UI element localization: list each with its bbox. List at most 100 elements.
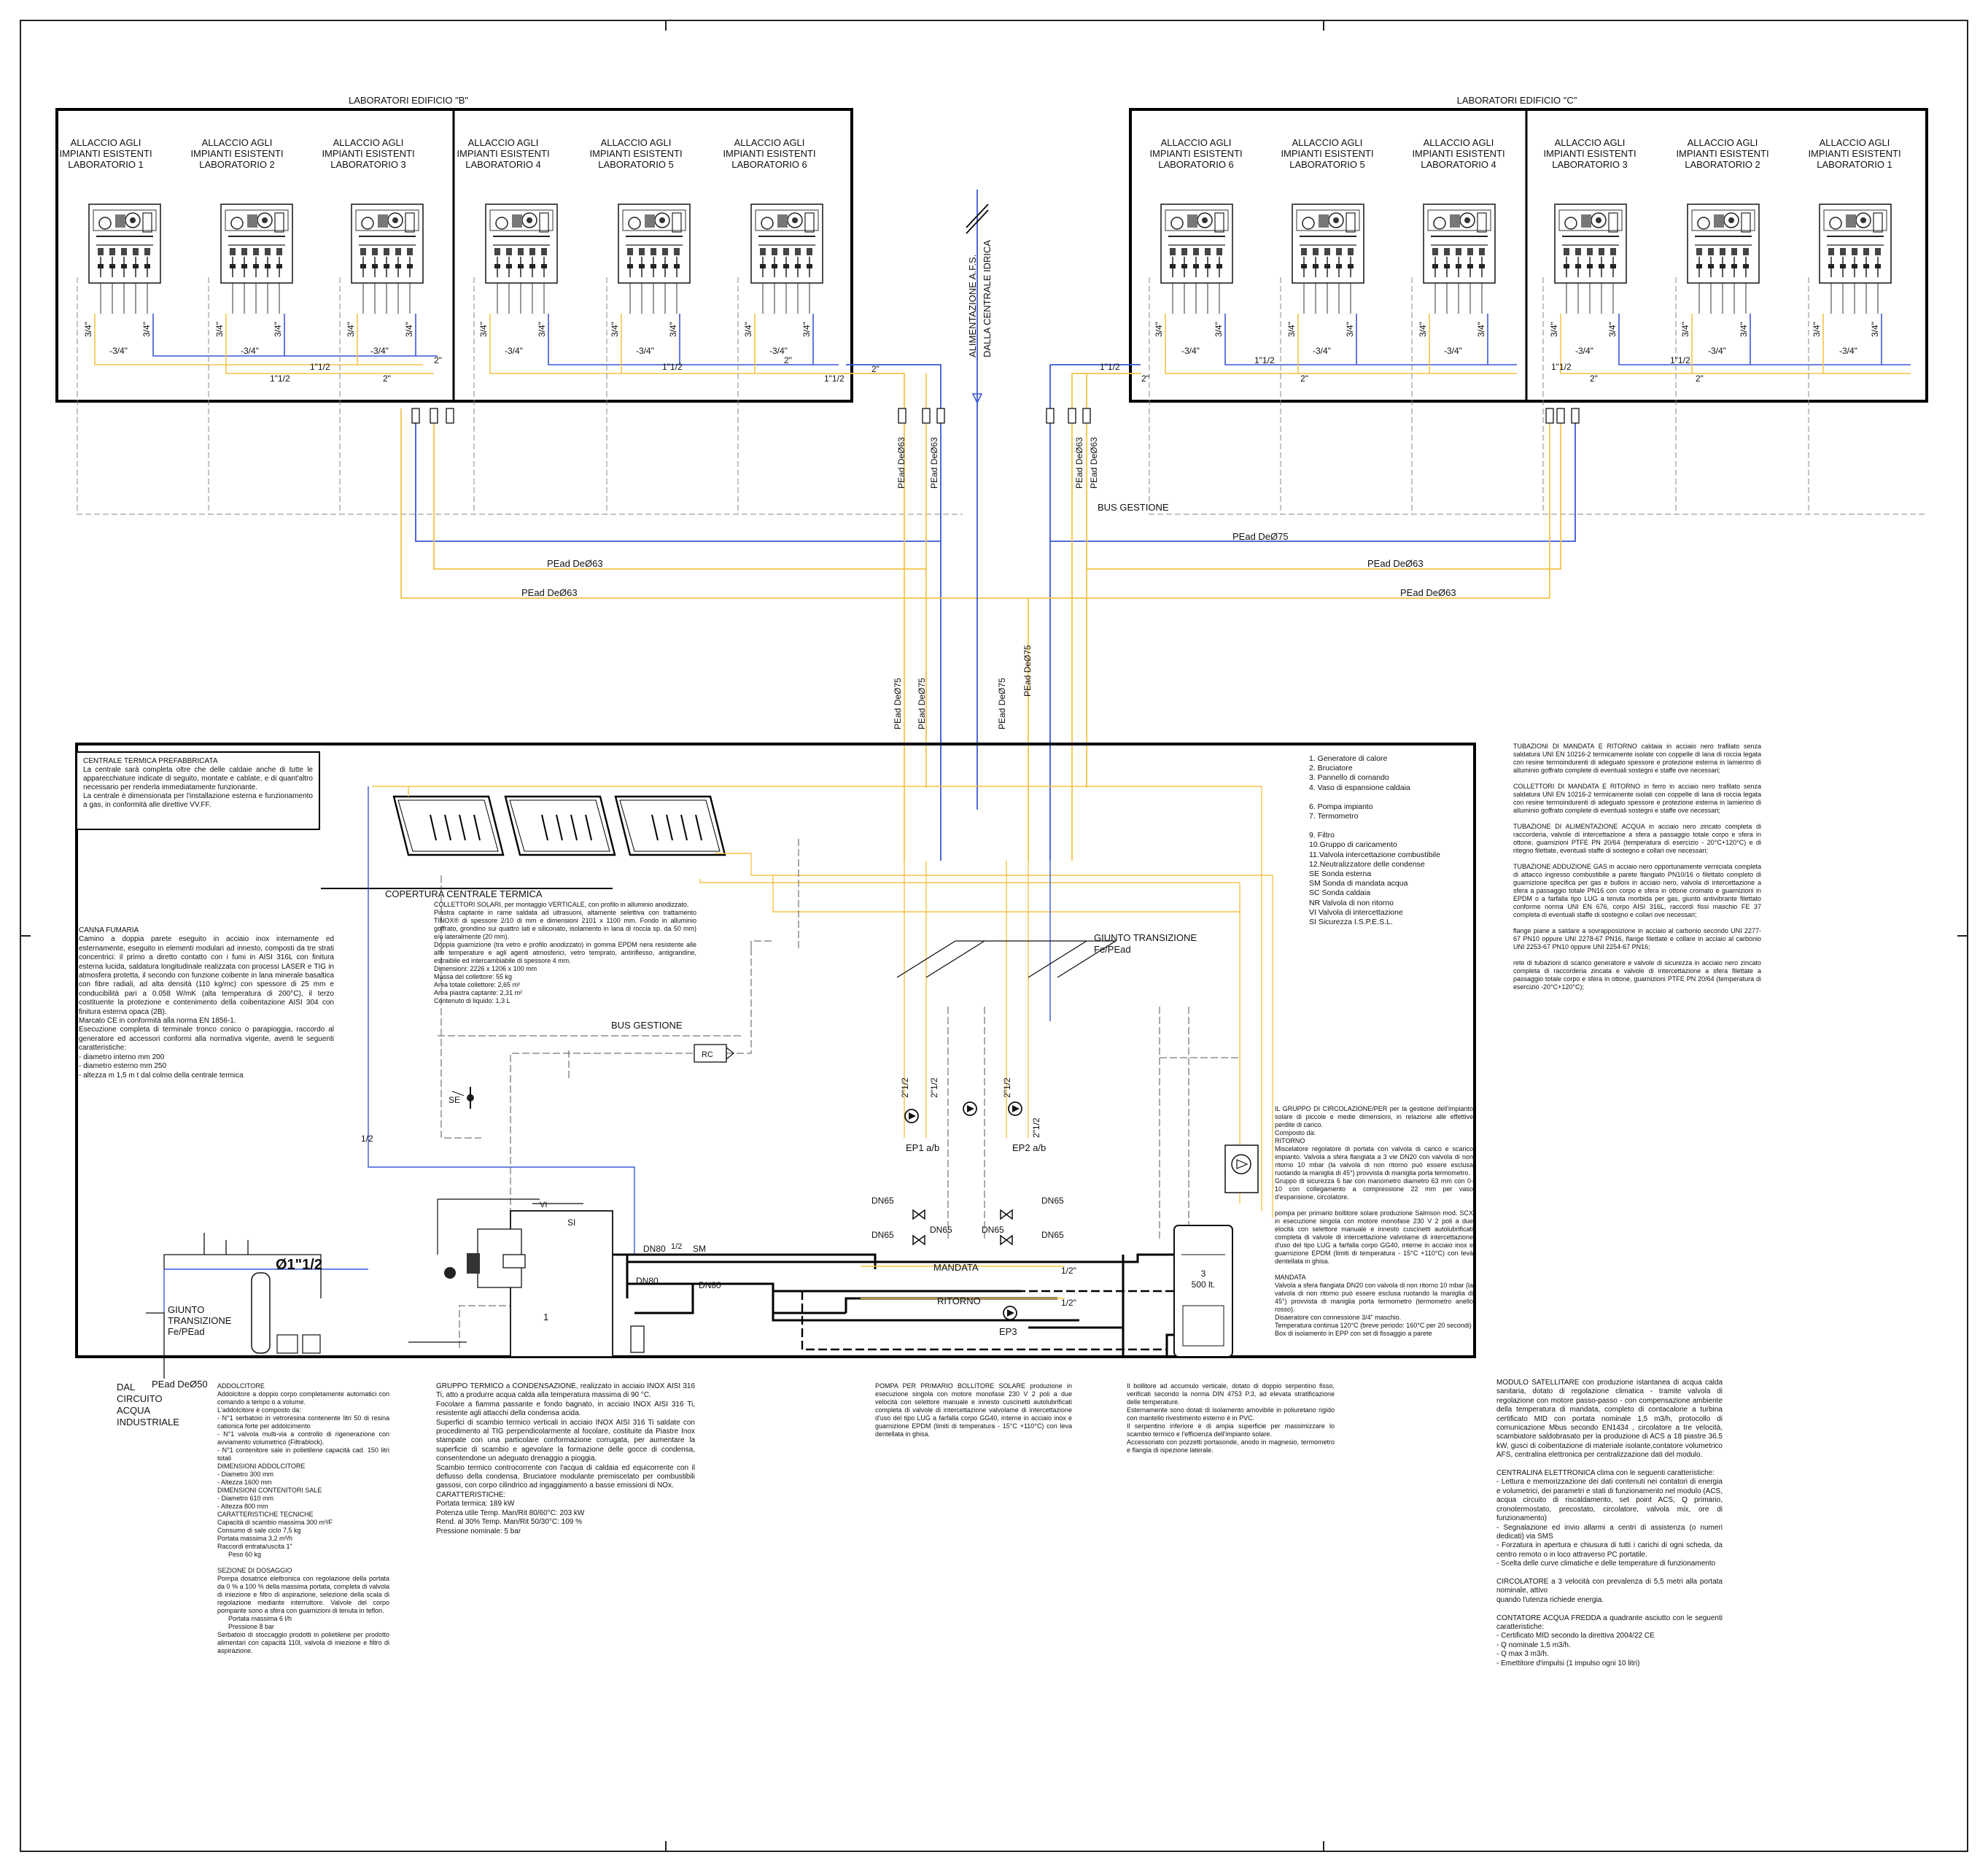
pipe-size-label: 1"1/2 xyxy=(824,373,844,384)
svg-text:SI: SI xyxy=(567,1217,575,1228)
svg-text:SM: SM xyxy=(693,1244,706,1254)
pipe-size-label: -3/4" xyxy=(109,346,128,356)
se-label: SE xyxy=(449,1095,460,1105)
building-c-frame xyxy=(1129,108,1928,403)
svg-text:2"1/2: 2"1/2 xyxy=(900,1077,910,1098)
pipe-size-label: 3/4" xyxy=(1476,322,1486,337)
pipe-size-label: 3/4" xyxy=(141,322,152,337)
pipe-size-label: 3/4" xyxy=(1345,322,1355,337)
legend-item: 12.Neutralizzatore delle condense xyxy=(1309,859,1425,869)
svg-text:DN80: DN80 xyxy=(636,1276,659,1286)
pipe-size-label: 3/4" xyxy=(668,322,678,337)
svg-text:DN65: DN65 xyxy=(1041,1196,1064,1206)
pipe-size-label: 2" xyxy=(1590,373,1598,384)
legend-item: 11.Valvola intercettazione combustibile xyxy=(1309,850,1440,859)
legend-item: SC Sonda caldaia xyxy=(1309,888,1371,898)
pipe-size-label: 3/4" xyxy=(83,322,93,337)
legend-item: NR Valvola di non ritorno xyxy=(1309,898,1394,907)
building-b-title: LABORATORI EDIFICIO "B" xyxy=(349,95,468,106)
pipe-size-label: 3/4" xyxy=(1286,322,1297,337)
collectors-note: COLLETTORI SOLARI, per montaggio VERTICA… xyxy=(434,901,696,1004)
ritorno-label: RITORNO xyxy=(937,1295,981,1306)
pipe-size-label: -3/4" xyxy=(1313,346,1331,356)
boiler xyxy=(510,1210,613,1357)
pipe-size-label: -3/4" xyxy=(370,346,389,356)
pipe-size-label: 3/4" xyxy=(1870,322,1880,337)
pipe-size-label: 3/4" xyxy=(1607,322,1618,337)
pipe-size-label: -3/4" xyxy=(769,346,788,356)
pead63-riser-2: PEad DeØ63 xyxy=(929,437,939,489)
ep1-label: EP1 a/b xyxy=(906,1142,939,1153)
svg-text:ALIMENTAZIONE A.F.S.: ALIMENTAZIONE A.F.S. xyxy=(967,255,978,357)
pipe-size-label: 3/4" xyxy=(478,322,489,337)
pipe-size-label: 1"1/2 xyxy=(310,362,330,372)
circulation-group-note: IL GRUPPO DI CIRCOLAZIONE/PER per la ges… xyxy=(1275,1105,1473,1337)
pipe-size-label: -3/4" xyxy=(636,346,654,356)
svg-text:DN80: DN80 xyxy=(643,1244,666,1254)
pipe-size-label: 1"1/2 xyxy=(1551,362,1572,372)
building-c-title: LABORATORI EDIFICIO "C" xyxy=(1457,95,1577,106)
pipe-size-label: 3/4" xyxy=(346,322,356,337)
pead63-riser-1: PEad DeØ63 xyxy=(896,437,906,489)
pead75-riser-4: PEad DeØ75 xyxy=(1022,645,1033,697)
pump-note: POMPA PER PRIMARIO BOLLITORE SOLARE prod… xyxy=(875,1382,1074,1438)
legend-gap xyxy=(1309,793,1440,802)
boiler-number: 1 xyxy=(543,1312,548,1322)
svg-text:DN65: DN65 xyxy=(1041,1230,1064,1240)
pead63-right-1: PEad DeØ63 xyxy=(1367,558,1424,569)
pipe-size-label: 3/4" xyxy=(1549,322,1559,337)
pipe-size-label: 3/4" xyxy=(1214,322,1224,337)
svg-text:1/2: 1/2 xyxy=(671,1242,682,1251)
pead63-left-2: PEad DeØ63 xyxy=(521,587,578,598)
ep2-label: EP2 a/b xyxy=(1012,1142,1046,1153)
pipe-size-label: 2" xyxy=(434,355,442,365)
pead63-riser-4: PEad DeØ63 xyxy=(1089,437,1099,489)
legend-item: 10.Gruppo di caricamento xyxy=(1309,840,1397,850)
svg-text:DN65: DN65 xyxy=(982,1225,1004,1235)
pipe-size-label: 3/4" xyxy=(273,322,283,337)
pead63-right-2: PEad DeØ63 xyxy=(1400,587,1456,598)
svg-text:1/2: 1/2 xyxy=(361,1134,373,1144)
legend-item: 9. Filtro xyxy=(1309,831,1335,840)
svg-text:DN65: DN65 xyxy=(871,1230,894,1240)
legend-item: 1. Generatore di calore xyxy=(1309,754,1388,763)
pipe-size-label: 2" xyxy=(784,355,792,365)
pead75-top: PEad DeØ75 xyxy=(1232,531,1289,542)
pead63-left-1: PEad DeØ63 xyxy=(547,558,603,569)
phi-label: Ø1"1/2 xyxy=(276,1257,322,1273)
pead50-label: PEad DeØ50 xyxy=(152,1379,208,1390)
pipe-size-label: 3/4" xyxy=(801,322,812,337)
rc-box xyxy=(694,1044,727,1063)
pipe-size-label: 2" xyxy=(1300,373,1308,384)
svg-text:DN65: DN65 xyxy=(930,1225,952,1235)
legend-gap xyxy=(1309,821,1440,831)
pead75-riser-1: PEad DeØ75 xyxy=(893,678,903,729)
plant-room-frame xyxy=(75,743,1476,1358)
pipe-size-label: 2" xyxy=(383,373,391,384)
svg-text:DALLA CENTRALE IDRICA: DALLA CENTRALE IDRICA xyxy=(982,240,993,357)
legend-item: 7. Termometro xyxy=(1309,812,1359,821)
pead63-riser-3: PEad DeØ63 xyxy=(1074,437,1084,489)
legend-item: VI Valvola di intercettazione xyxy=(1309,907,1403,917)
svg-text:RC: RC xyxy=(702,1050,713,1059)
svg-text:1/2": 1/2" xyxy=(1061,1298,1076,1308)
canna-note: CANNA FUMARIA Camino a doppia parete ese… xyxy=(79,926,334,1080)
svg-text:DN65: DN65 xyxy=(871,1196,894,1206)
pipe-size-label: -3/4" xyxy=(1444,346,1462,356)
pipe-size-label: 3/4" xyxy=(610,322,620,337)
svg-text:2"1/2: 2"1/2 xyxy=(929,1077,939,1098)
pipe-size-label: 3/4" xyxy=(743,322,753,337)
pipe-size-label: 3/4" xyxy=(214,322,225,337)
svg-text:1/2": 1/2" xyxy=(1061,1266,1076,1276)
pipe-size-label: 3/4" xyxy=(1739,322,1749,337)
